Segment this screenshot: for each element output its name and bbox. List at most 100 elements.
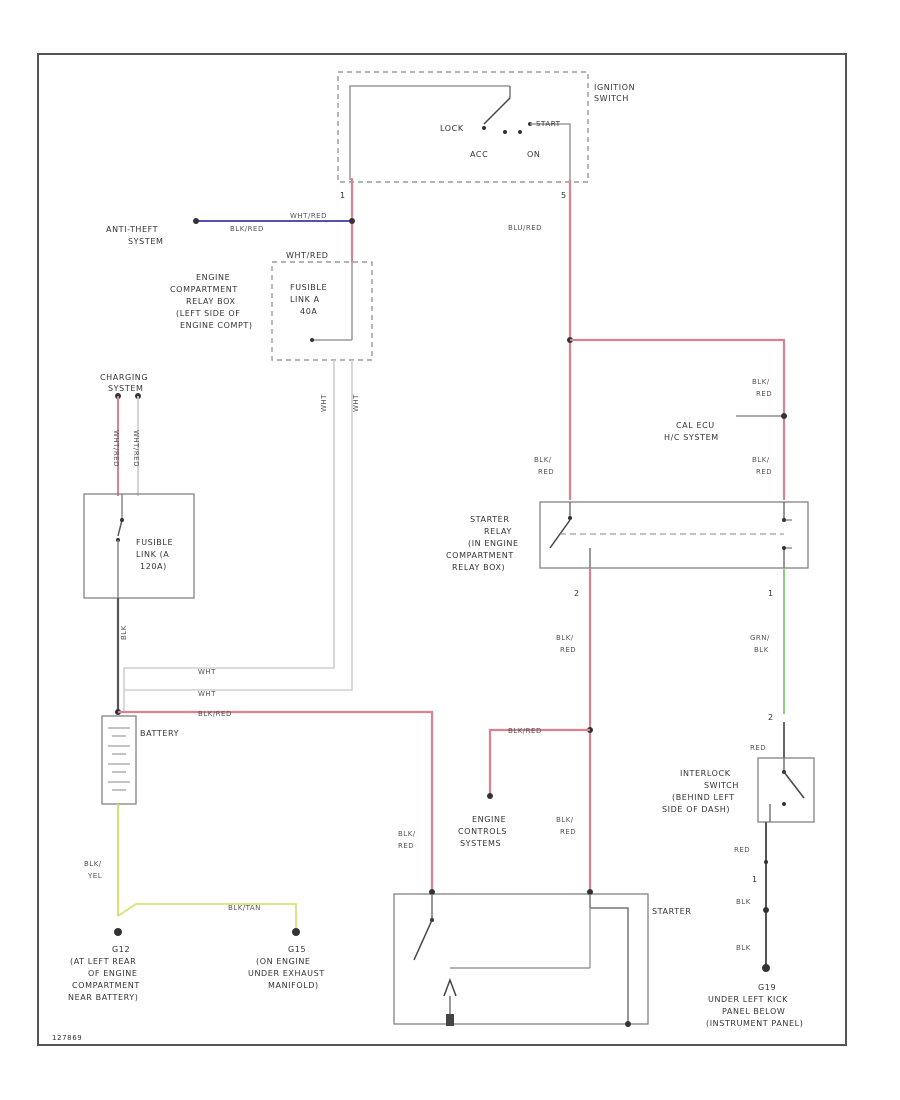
grn-blk-1: GRN/ bbox=[750, 634, 770, 642]
blk-red-mid-right-1: BLK/ bbox=[752, 456, 770, 464]
fusible-link-main-3: 120A) bbox=[140, 562, 167, 571]
engine-controls-1: ENGINE bbox=[472, 815, 506, 824]
interlock-2: SWITCH bbox=[704, 781, 739, 790]
blk-yel-label-2: YEL bbox=[87, 872, 102, 880]
acc-label: ACC bbox=[470, 150, 488, 159]
g15-id: G15 bbox=[288, 945, 306, 954]
blk-red-low-1: BLK/ bbox=[556, 816, 574, 824]
red-label-1: RED bbox=[750, 744, 766, 752]
ignition-pin-5: 5 bbox=[561, 191, 567, 200]
engine-relay-box-3: RELAY BOX bbox=[186, 297, 236, 306]
ignition-title-1: IGNITION bbox=[594, 83, 635, 92]
g12-line2: OF ENGINE bbox=[88, 969, 137, 978]
engine-controls-3: SYSTEMS bbox=[460, 839, 501, 848]
starter-relay-box bbox=[539, 501, 809, 569]
interlock-3: (BEHIND LEFT bbox=[672, 793, 735, 802]
interlock-switch-box bbox=[757, 757, 815, 823]
grn-blk-2: BLK bbox=[754, 646, 769, 654]
starter-relay-1: STARTER bbox=[470, 515, 510, 524]
blk-label: BLK bbox=[120, 625, 128, 640]
starter-relay-pin-2: 2 bbox=[574, 589, 580, 598]
anti-theft-connector bbox=[193, 218, 199, 224]
ignition-contact-arm bbox=[483, 97, 511, 125]
engine-relay-box-2: COMPARTMENT bbox=[170, 285, 238, 294]
engine-relay-box-4: (LEFT SIDE OF bbox=[176, 309, 240, 318]
blk-red-mid-left-2: RED bbox=[538, 468, 554, 476]
relay-coil-wire bbox=[570, 338, 786, 500]
ignition-title-2: SWITCH bbox=[594, 94, 629, 103]
starter-label: STARTER bbox=[652, 907, 692, 916]
fusible-link-a-1: FUSIBLE bbox=[290, 283, 327, 292]
starter-motor-symbol bbox=[443, 977, 457, 997]
fusible-link-a-2: LINK A bbox=[290, 295, 320, 304]
red-label-2: RED bbox=[734, 846, 750, 854]
interlock-pin-2: 2 bbox=[768, 713, 774, 722]
relay-coil-node2 bbox=[782, 546, 786, 550]
interlock-pin-1: 1 bbox=[752, 875, 758, 884]
wht-vertical-label-2: WHT bbox=[352, 394, 360, 412]
wht-vertical-label-1: WHT bbox=[320, 394, 328, 412]
wht-red-top-label: WHT/RED bbox=[290, 212, 327, 220]
starter-b-terminal bbox=[429, 889, 435, 895]
wht-label-1: WHT bbox=[198, 668, 216, 676]
fusible-link-main-fuse bbox=[117, 519, 123, 537]
battery: BATTERY bbox=[101, 709, 179, 805]
starter-solenoid-coil bbox=[590, 907, 629, 1024]
blk-tan-wire bbox=[117, 903, 297, 930]
fusible-link-main-box bbox=[83, 493, 195, 599]
starter-contact-arm bbox=[413, 919, 433, 961]
wht-wire-2 bbox=[124, 360, 353, 691]
blk-red-mid-left-1: BLK/ bbox=[534, 456, 552, 464]
starter-ground-node bbox=[625, 1021, 631, 1027]
wht-label-2: WHT bbox=[198, 690, 216, 698]
fusible-link-main-node1 bbox=[120, 518, 124, 522]
starter-relay-2: RELAY bbox=[484, 527, 512, 536]
starter-relay-pin-1: 1 bbox=[768, 589, 774, 598]
fusible-link-main-1: FUSIBLE bbox=[136, 538, 173, 547]
fusible-link-a-top: WHT/RED bbox=[286, 251, 328, 260]
battery-label: BATTERY bbox=[140, 729, 179, 738]
charging-system-2: SYSTEM bbox=[108, 384, 144, 393]
g12-line4: NEAR BATTERY) bbox=[68, 993, 139, 1002]
relay-coil-node1 bbox=[782, 518, 786, 522]
g15-line2: UNDER EXHAUST bbox=[248, 969, 325, 978]
ground-g12 bbox=[114, 928, 122, 936]
g15-line1: (ON ENGINE bbox=[256, 957, 311, 966]
interlock-switch bbox=[757, 757, 815, 823]
start-label: START bbox=[536, 120, 561, 128]
ground-g15 bbox=[292, 928, 300, 936]
cal-ecu-splice bbox=[781, 413, 787, 419]
fusible-link-main-2: LINK (A bbox=[136, 550, 169, 559]
interlock-node2 bbox=[782, 802, 786, 806]
fusible-link-a-node bbox=[310, 338, 314, 342]
starter-box bbox=[393, 893, 649, 1025]
blk-red-relay-2: RED bbox=[560, 646, 576, 654]
on-label: ON bbox=[527, 150, 540, 159]
charging-wire-label-1: WHT/RED bbox=[112, 430, 120, 467]
blk-yel-label-1: BLK/ bbox=[84, 860, 102, 868]
fusible-link-a: WHT/RED FUSIBLE LINK A 40A bbox=[271, 251, 373, 361]
starter-relay-3: (IN ENGINE bbox=[468, 539, 519, 548]
lock-contact bbox=[482, 126, 486, 130]
blk-red-batt-label: BLK/RED bbox=[198, 710, 232, 718]
blk-red-mid-right-2: RED bbox=[756, 468, 772, 476]
on-contact bbox=[518, 130, 522, 134]
fusible-link-a-box bbox=[271, 261, 373, 361]
g12-id: G12 bbox=[112, 945, 130, 954]
footer-code: 127869 bbox=[52, 1034, 82, 1042]
charging-system-1: CHARGING bbox=[100, 373, 148, 382]
ground-g19 bbox=[762, 964, 770, 972]
ground-splice bbox=[763, 907, 769, 913]
battery-starter-wire bbox=[118, 710, 434, 892]
battery-box bbox=[101, 715, 137, 805]
blk-red-ecs-label: BLK/RED bbox=[508, 727, 542, 735]
blk-red-low-2: RED bbox=[560, 828, 576, 836]
blk-red-upper-2: RED bbox=[756, 390, 772, 398]
blk-label-1: BLK bbox=[736, 898, 751, 906]
cal-ecu-2: H/C SYSTEM bbox=[664, 433, 719, 442]
relay-contact-node bbox=[568, 516, 572, 520]
ecs-wire bbox=[488, 728, 590, 796]
interlock-1: INTERLOCK bbox=[680, 769, 731, 778]
diagram-frame bbox=[37, 53, 847, 1046]
g12-line1: (AT LEFT REAR bbox=[70, 957, 136, 966]
